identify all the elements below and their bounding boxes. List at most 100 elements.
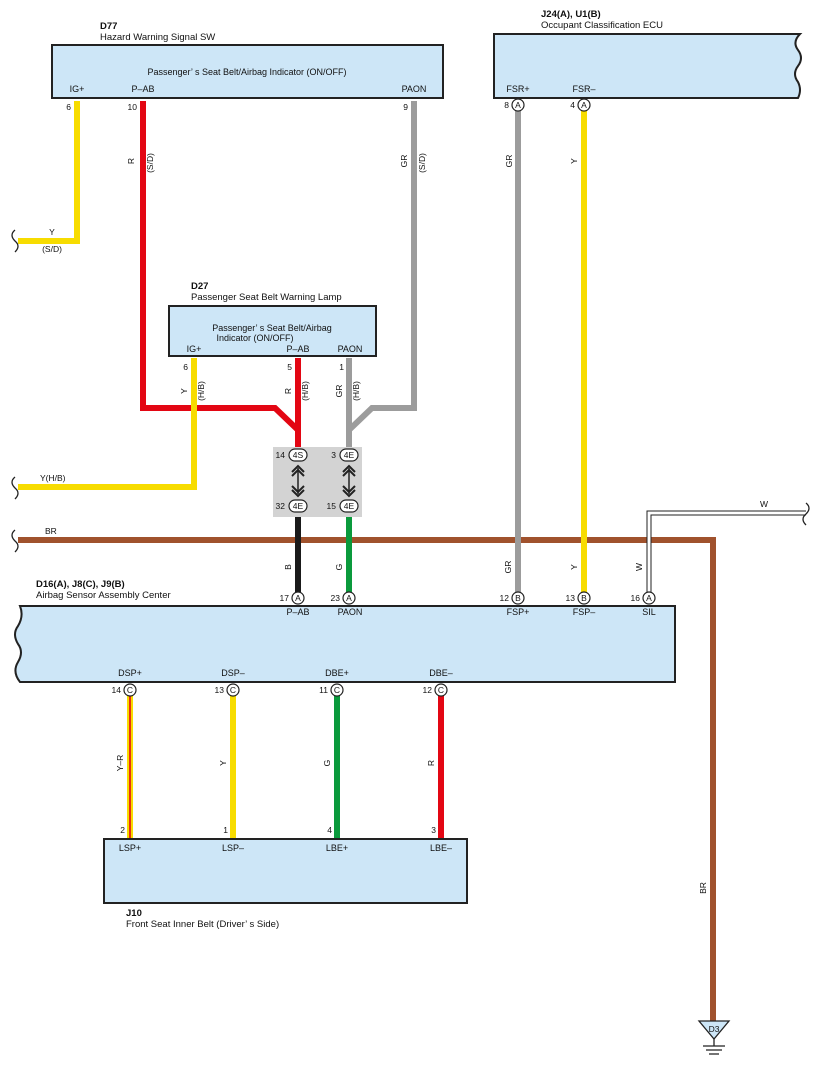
junction-conn-4s: 4S (293, 450, 304, 460)
j10-id: J10 (126, 908, 142, 919)
d16-pin-name-dspplus: DSP+ (118, 668, 142, 678)
component-d77: D77 Hazard Warning Signal SW Passenger’ … (51, 21, 444, 112)
wires (18, 101, 806, 1022)
j24-id: J24(A), U1(B) (541, 9, 601, 20)
j24-conn-a-2: A (581, 100, 587, 110)
label-paon-gr: GR (399, 155, 409, 168)
label-w-lower: W (634, 563, 644, 571)
d27-pin-name-igplus: IG+ (187, 344, 202, 354)
d16-conn-16: A (646, 593, 652, 603)
d16-pin-num-12: 12 (500, 593, 510, 603)
d77-name: Hazard Warning Signal SW (100, 32, 215, 43)
junction-conn-4e-1: 4E (344, 450, 355, 460)
d16-id: D16(A), J8(C), J9(B) (36, 579, 125, 590)
d27-name: Passenger Seat Belt Warning Lamp (191, 292, 342, 303)
d16-pin-num-17: 17 (280, 593, 290, 603)
d27-pin-num-6: 6 (183, 362, 188, 372)
component-d27: D27 Passenger Seat Belt Warning Lamp Pas… (168, 281, 377, 372)
j10-name: Front Seat Inner Belt (Driver’ s Side) (126, 919, 279, 930)
label-br-bus: BR (45, 526, 57, 536)
d27-pin-num-5: 5 (287, 362, 292, 372)
d27-pin-name-paon: PAON (338, 344, 363, 354)
d16-conn-13: B (581, 593, 587, 603)
j10-pin-num-2: 2 (120, 825, 125, 835)
d16-pin-name-dspminus: DSP– (221, 668, 245, 678)
d16-pin-num-14: 14 (112, 685, 122, 695)
label-r2: R (426, 760, 436, 766)
d27-pin-name-pab: P–AB (286, 344, 309, 354)
j10-pin-num-3: 3 (431, 825, 436, 835)
label-g2: G (322, 760, 332, 767)
d16-conn-12: B (515, 593, 521, 603)
label-paon-harness: (S/D) (417, 153, 427, 173)
junction-connector: 4S 14 4E 3 4E 32 4E 15 (273, 447, 362, 517)
component-d16: D16(A), J8(C), J9(B) Airbag Sensor Assem… (14, 579, 676, 697)
label-d27-ig-harness: (H/B) (196, 381, 206, 401)
d27-inner-label-1: Passenger’ s Seat Belt/Airbag (212, 323, 332, 333)
d16-pin-name-paon: PAON (338, 607, 363, 617)
break-marks (11, 229, 810, 553)
d16-pin-num-11: 11 (319, 685, 328, 695)
wire-r-pab (140, 101, 301, 450)
j10-pin-name-lspminus: LSP– (222, 843, 244, 853)
component-j24: J24(A), U1(B) Occupant Classification EC… (493, 9, 803, 112)
label-pab-harness: (S/D) (145, 153, 155, 173)
d77-pin-num-6: 6 (66, 102, 71, 112)
label-b-lower: B (283, 564, 293, 570)
label-d27-paon-gr: GR (334, 385, 344, 398)
d77-pin-name-paon: PAON (402, 84, 427, 94)
d16-pin-num-13: 13 (566, 593, 576, 603)
junction-num-32: 32 (276, 501, 286, 511)
wire-br-bus (18, 537, 716, 1022)
label-pab-r: R (126, 158, 136, 164)
junction-num-15: 15 (327, 501, 337, 511)
j24-name: Occupant Classification ECU (541, 20, 663, 31)
junction-conn-4e-2: 4E (293, 501, 304, 511)
j10-pin-name-lbeminus: LBE– (430, 843, 452, 853)
label-fsr-plus-gr: GR (504, 155, 514, 168)
d16-pin-name-fspplus: FSP+ (507, 607, 530, 617)
j24-conn-a-1: A (515, 100, 521, 110)
wire-labels: Y (S/D) R (S/D) GR (S/D) GR Y Y (H/B) R … (40, 153, 768, 894)
label-br-down: BR (698, 882, 708, 894)
ground-d3: D3 (697, 1020, 731, 1055)
j24-pin-name-fsrplus: FSR+ (506, 84, 529, 94)
d77-id: D77 (100, 21, 117, 32)
d16-conn-c-1: C (127, 685, 133, 695)
label-ig-y-harness: (S/D) (42, 244, 62, 254)
d16-conn-c-2: C (230, 685, 236, 695)
label-d27-ig-y: Y (179, 388, 189, 394)
j10-pin-name-lspplus: LSP+ (119, 843, 141, 853)
j24-pin-num-4: 4 (570, 100, 575, 110)
label-g-lower: G (334, 564, 344, 571)
d27-inner-label-2: Indicator (ON/OFF) (216, 333, 293, 343)
d27-id: D27 (191, 281, 208, 292)
junction-conn-4e-3: 4E (344, 501, 355, 511)
d16-pin-name-fspminus: FSP– (573, 607, 596, 617)
label-yr: Y–R (115, 755, 125, 772)
d77-pin-num-9: 9 (403, 102, 408, 112)
label-ig-y-color: Y (49, 227, 55, 237)
d27-pin-num-1: 1 (339, 362, 344, 372)
component-j10: J10 Front Seat Inner Belt (Driver’ s Sid… (103, 825, 468, 930)
d16-name: Airbag Sensor Assembly Center (36, 590, 171, 601)
label-d27-pab-r: R (283, 388, 293, 394)
d77-pin-name-igplus: IG+ (70, 84, 85, 94)
d16-conn-23: A (346, 593, 352, 603)
j24-pin-name-fsrminus: FSR– (572, 84, 595, 94)
j10-pin-num-4: 4 (327, 825, 332, 835)
label-y-hb: Y(H/B) (40, 473, 66, 483)
label-y-lower: Y (569, 564, 579, 570)
j10-pin-name-lbeplus: LBE+ (326, 843, 348, 853)
d77-pin-name-pab: P–AB (131, 84, 154, 94)
d16-pin-name-dbeplus: DBE+ (325, 668, 349, 678)
d16-pin-num-23: 23 (331, 593, 341, 603)
junction-num-3: 3 (331, 450, 336, 460)
label-w-right: W (760, 499, 768, 509)
ground-id: D3 (709, 1024, 720, 1034)
d16-pin-name-sil: SIL (642, 607, 656, 617)
wire-y-sd (18, 101, 80, 244)
wire-w (646, 510, 806, 593)
label-d27-pab-harness: (H/B) (300, 381, 310, 401)
